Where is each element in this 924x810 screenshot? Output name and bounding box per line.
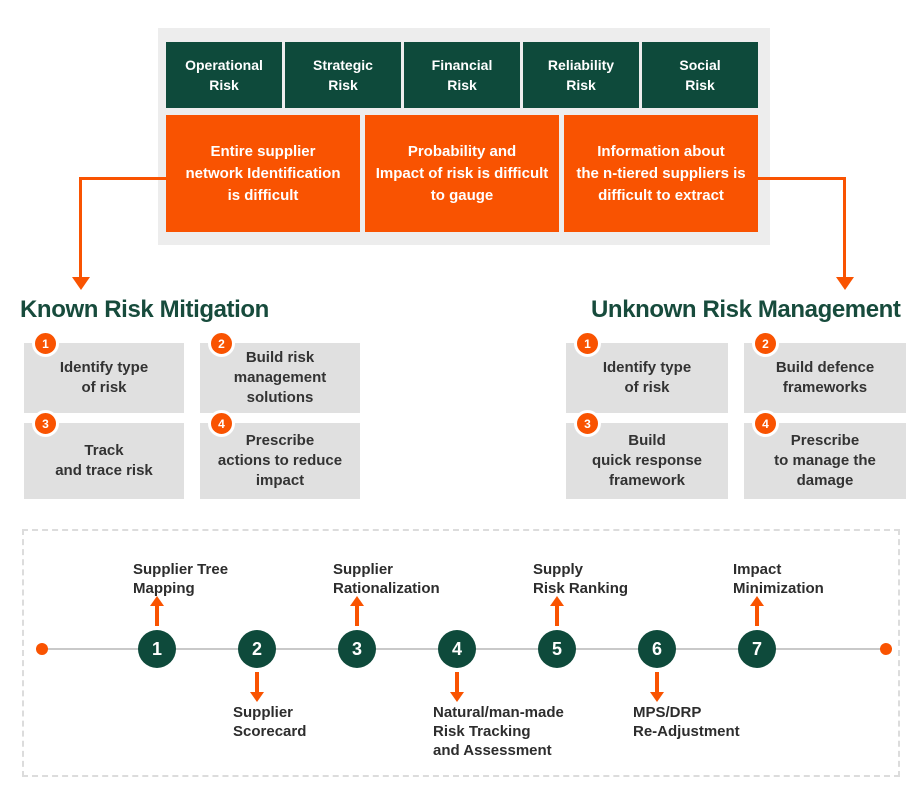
known-risk-card: 3 Track and trace risk bbox=[24, 410, 184, 499]
right-connector-vline bbox=[843, 177, 846, 278]
risk-type-operational: Operational Risk bbox=[166, 42, 282, 108]
arrow-up-icon bbox=[350, 596, 364, 606]
known-risk-card: 1 Identify type of risk bbox=[24, 330, 184, 413]
card-text: Identify type of risk bbox=[59, 359, 149, 396]
unknown-risk-title: Unknown Risk Management bbox=[591, 296, 901, 323]
arrow-stem bbox=[355, 606, 359, 626]
risk-type-reliability: Reliability Risk bbox=[523, 42, 639, 108]
unknown-risk-card: 2 Build defence frameworks bbox=[744, 330, 906, 413]
challenge-ntier-information: Information about the n-tiered suppliers… bbox=[564, 115, 758, 232]
arrow-stem bbox=[155, 606, 159, 626]
step-label: Supplier Scorecard bbox=[233, 704, 307, 740]
arrow-up-icon bbox=[750, 596, 764, 606]
card-text: Track and trace risk bbox=[55, 442, 153, 479]
step-number-badge: 3 bbox=[574, 410, 601, 437]
unknown-risk-card: 1 Identify type of risk bbox=[566, 330, 728, 413]
unknown-risk-card: 4 Prescribe to manage the damage bbox=[744, 410, 906, 499]
timeline-step: Supplier Tree Mapping 1 bbox=[133, 561, 228, 668]
card-text: Build risk management solutions bbox=[233, 349, 327, 406]
arrow-down-icon bbox=[650, 692, 664, 702]
risk-type-strategic: Strategic Risk bbox=[285, 42, 401, 108]
card-text: Identify type of risk bbox=[602, 359, 692, 396]
step-circle: 1 bbox=[138, 630, 176, 668]
step-number-badge: 2 bbox=[208, 330, 235, 357]
timeline-end-dot bbox=[880, 643, 892, 655]
left-connector-hline bbox=[79, 177, 167, 180]
risk-types-row: Operational Risk Strategic Risk Financia… bbox=[166, 42, 758, 108]
arrow-up-icon bbox=[550, 596, 564, 606]
timeline-step: 4 Natural/man-made Risk Tracking and Ass… bbox=[433, 630, 564, 759]
timeline-step: 2 Supplier Scorecard bbox=[233, 630, 306, 740]
known-risk-card: 4 Prescribe actions to reduce impact bbox=[200, 410, 360, 499]
arrow-stem bbox=[555, 606, 559, 626]
challenge-probability-impact: Probability and Impact of risk is diffic… bbox=[365, 115, 559, 232]
arrow-down-icon bbox=[450, 692, 464, 702]
step-label: Supplier Tree Mapping bbox=[133, 561, 229, 597]
step-label: Supplier Rationalization bbox=[333, 561, 440, 597]
card-text: Prescribe actions to reduce impact bbox=[217, 432, 343, 489]
timeline-start-dot bbox=[36, 643, 48, 655]
timeline-step: Supply Risk Ranking 5 bbox=[533, 561, 628, 668]
arrow-up-icon bbox=[150, 596, 164, 606]
card-text: Prescribe to manage the damage bbox=[774, 432, 876, 489]
risk-overview-panel: Operational Risk Strategic Risk Financia… bbox=[158, 28, 770, 245]
challenge-supplier-network: Entire supplier network Identification i… bbox=[166, 115, 360, 232]
arrow-stem bbox=[255, 672, 259, 692]
step-label: Supply Risk Ranking bbox=[533, 561, 629, 597]
arrow-stem bbox=[755, 606, 759, 626]
step-circle: 5 bbox=[538, 630, 576, 668]
step-circle: 2 bbox=[238, 630, 276, 668]
card-text: Build defence frameworks bbox=[775, 359, 875, 396]
unknown-risk-card: 3 Build quick response framework bbox=[566, 410, 728, 499]
arrow-stem bbox=[455, 672, 459, 692]
step-circle: 3 bbox=[338, 630, 376, 668]
left-connector-vline bbox=[79, 177, 82, 278]
step-label: Impact Minimization bbox=[733, 561, 824, 597]
known-risk-card: 2 Build risk management solutions bbox=[200, 330, 360, 413]
step-circle: 7 bbox=[738, 630, 776, 668]
step-number-badge: 4 bbox=[752, 410, 779, 437]
step-number-badge: 4 bbox=[208, 410, 235, 437]
step-circle: 6 bbox=[638, 630, 676, 668]
step-number-badge: 1 bbox=[32, 330, 59, 357]
card-text: Build quick response framework bbox=[591, 432, 703, 489]
timeline-step: Supplier Rationalization 3 bbox=[333, 561, 440, 668]
step-label: MPS/DRP Re-Adjustment bbox=[633, 704, 740, 740]
risk-type-financial: Financial Risk bbox=[404, 42, 520, 108]
timeline-step: 6 MPS/DRP Re-Adjustment bbox=[633, 630, 740, 740]
timeline-step: Impact Minimization 7 bbox=[733, 561, 824, 668]
process-timeline-panel: Supplier Tree Mapping 1 2 Supplier Score… bbox=[22, 529, 900, 777]
challenges-row: Entire supplier network Identification i… bbox=[166, 115, 758, 232]
risk-type-social: Social Risk bbox=[642, 42, 758, 108]
step-number-badge: 1 bbox=[574, 330, 601, 357]
step-label: Natural/man-made Risk Tracking and Asses… bbox=[433, 704, 564, 759]
step-number-badge: 3 bbox=[32, 410, 59, 437]
left-arrowhead-down-icon bbox=[72, 277, 90, 290]
step-circle: 4 bbox=[438, 630, 476, 668]
right-connector-hline bbox=[757, 177, 845, 180]
known-risk-title: Known Risk Mitigation bbox=[20, 296, 269, 323]
right-arrowhead-down-icon bbox=[836, 277, 854, 290]
arrow-stem bbox=[655, 672, 659, 692]
arrow-down-icon bbox=[250, 692, 264, 702]
step-number-badge: 2 bbox=[752, 330, 779, 357]
